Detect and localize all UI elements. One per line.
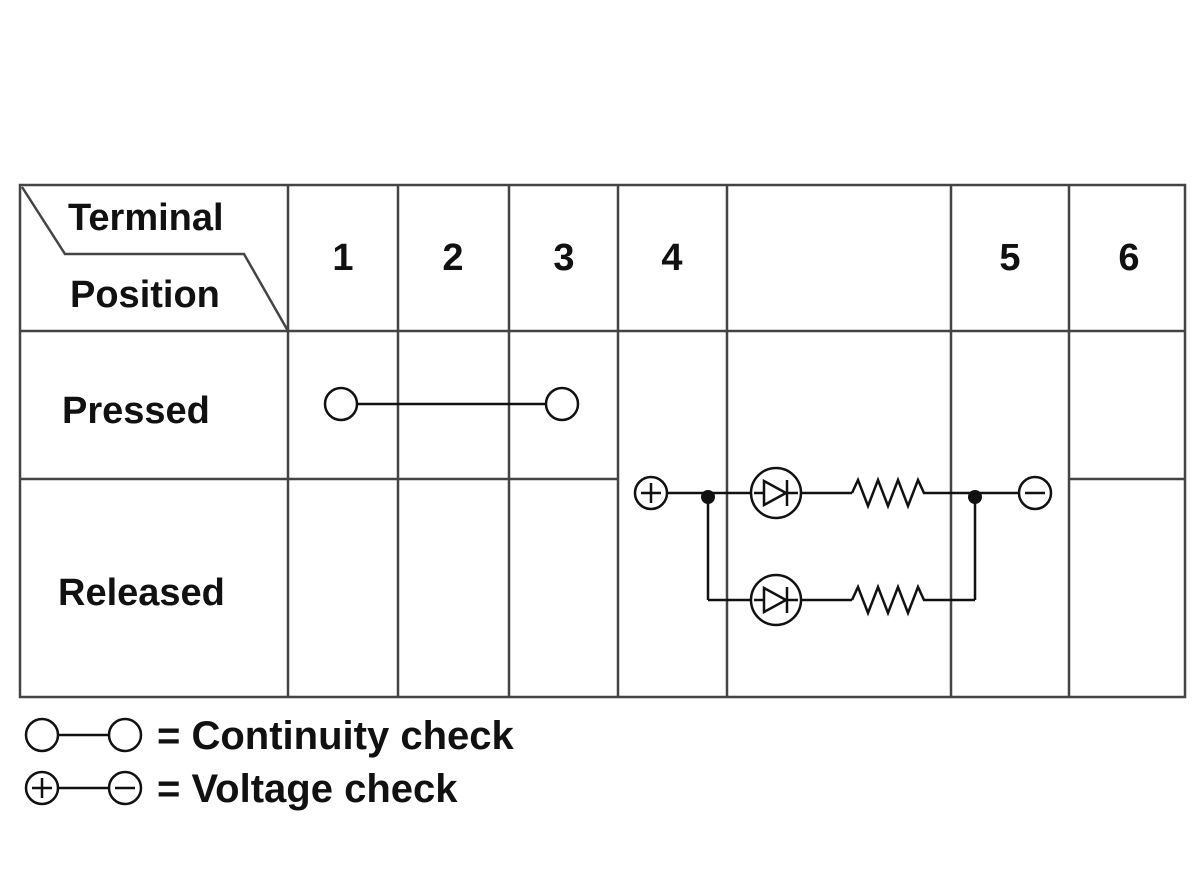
legend-voltage-text: = Voltage check (157, 767, 458, 811)
plus-terminal-icon (24, 770, 60, 806)
row-label-released: Released (58, 572, 225, 614)
plus-terminal-icon (633, 475, 669, 511)
resistor-icon (850, 583, 930, 617)
continuity-terminal-icon (107, 717, 143, 753)
column-label-6: 6 (1118, 237, 1139, 279)
continuity-terminal-icon (323, 386, 359, 422)
minus-terminal-icon (1017, 475, 1053, 511)
row-label-pressed: Pressed (62, 390, 210, 432)
minus-terminal-icon (107, 770, 143, 806)
column-label-1: 1 (332, 237, 353, 279)
legend-continuity: = Continuity check (24, 714, 514, 758)
diode-icon (749, 573, 803, 627)
continuity-terminal-icon (544, 386, 580, 422)
column-label-2: 2 (442, 237, 463, 279)
header-terminal-label: Terminal (68, 197, 224, 239)
legend-continuity-text: = Continuity check (157, 714, 514, 758)
continuity-path-1-3 (323, 386, 580, 422)
junction-dot-icon (968, 490, 982, 504)
voltage-circuit (633, 466, 1053, 627)
junction-dot-icon (701, 490, 715, 504)
diode-icon (749, 466, 803, 520)
header-position-label: Position (70, 274, 220, 316)
legend-voltage: = Voltage check (24, 767, 458, 811)
resistor-icon (850, 476, 930, 510)
column-label-4: 4 (661, 237, 682, 279)
table-border (18, 183, 1187, 699)
table-grid (18, 183, 1187, 699)
header-diagonal (20, 186, 290, 332)
continuity-terminal-icon (24, 717, 60, 753)
column-label-5: 5 (999, 237, 1020, 279)
column-label-3: 3 (553, 237, 574, 279)
